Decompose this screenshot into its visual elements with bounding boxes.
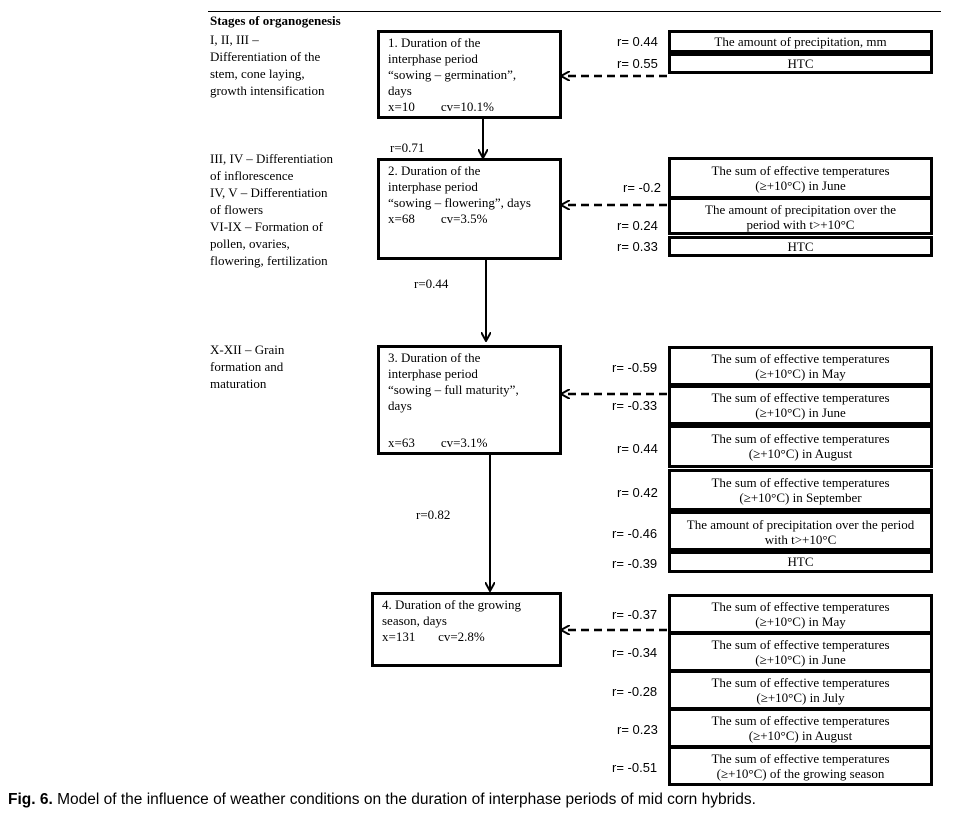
factor-box: HTC (668, 236, 933, 257)
factor-r: r= -0.33 (612, 398, 658, 413)
factor-box: The sum of effective temperatures(≥+10°C… (668, 670, 933, 710)
factor-r: r= 0.55 (617, 56, 658, 71)
caption-label: Fig. 6. (8, 791, 53, 808)
factor-box: The sum of effective temperatures(≥+10°C… (668, 746, 933, 786)
period-4-stats: x=131 cv=2.8% (382, 629, 485, 644)
stage-group-3: X-XII – Grain formation and maturation (210, 342, 285, 391)
period-2-text: 2. Duration of the interphase period “so… (388, 163, 531, 210)
period-box-2: 2. Duration of the interphase period “so… (377, 158, 562, 260)
period-box-1: 1. Duration of the interphase period “so… (377, 30, 562, 119)
period-1-stats: x=10 cv=10.1% (388, 99, 495, 114)
stages-title: Stages of organogenesis (210, 13, 341, 28)
factor-box: The sum of effective temperatures(≥+10°C… (668, 632, 933, 672)
factor-r: r= -0.37 (612, 607, 658, 622)
factor-r: r= 0.23 (617, 722, 658, 737)
period-3-text: 3. Duration of the interphase period “so… (388, 350, 519, 413)
factor-box: HTC (668, 551, 933, 573)
factor-box: The sum of effective temperatures(≥+10°C… (668, 157, 933, 199)
factor-r: r= -0.46 (612, 526, 658, 541)
link-label-3-4: r=0.82 (416, 507, 451, 522)
factor-r: r= -0.59 (612, 360, 658, 375)
factor-r: r= 0.24 (617, 218, 658, 233)
factor-r: r= -0.2 (623, 180, 661, 195)
factor-r: r= -0.34 (612, 645, 658, 660)
factor-box: The sum of effective temperatures(≥+10°C… (668, 469, 933, 511)
period-3-stats: x=63 cv=3.1% (388, 435, 488, 450)
link-label-2-3: r=0.44 (414, 276, 449, 291)
factor-r: r= -0.51 (612, 760, 658, 775)
factor-box: The amount of precipitation, mm (668, 30, 933, 53)
factor-r: r= 0.42 (617, 485, 658, 500)
factor-box: The sum of effective temperatures(≥+10°C… (668, 594, 933, 634)
factor-r: r= 0.44 (617, 34, 658, 49)
factor-r: r= 0.33 (617, 239, 658, 254)
period-2-stats: x=68 cv=3.5% (388, 211, 488, 226)
figure-caption: Fig. 6. Model of the influence of weathe… (8, 791, 756, 809)
factor-r: r= -0.28 (612, 684, 658, 699)
factor-r: r= -0.39 (612, 556, 658, 571)
period-1-text: 1. Duration of the interphase period “so… (388, 35, 517, 98)
factor-box: The sum of effective temperatures(≥+10°C… (668, 708, 933, 748)
period-4-text: 4. Duration of the growing season, days (382, 597, 522, 628)
period-box-3: 3. Duration of the interphase period “so… (377, 345, 562, 455)
period-box-4: 4. Duration of the growing season, days … (371, 592, 562, 667)
factor-box: The sum of effective temperatures(≥+10°C… (668, 425, 933, 468)
factor-r: r= 0.44 (617, 441, 658, 456)
caption-text: Model of the influence of weather condit… (52, 791, 756, 808)
factor-box: HTC (668, 53, 933, 74)
factor-box: The sum of effective temperatures(≥+10°C… (668, 346, 933, 386)
top-rule (208, 11, 941, 12)
factor-box: The amount of precipitation over the per… (668, 511, 933, 551)
stage-group-2: III, IV – Differentiation of inflorescen… (210, 151, 333, 268)
factor-box: The sum of effective temperatures(≥+10°C… (668, 385, 933, 425)
stage-group-1: I, II, III – Differentiation of the stem… (210, 32, 325, 98)
link-label-1-2: r=0.71 (390, 140, 425, 155)
